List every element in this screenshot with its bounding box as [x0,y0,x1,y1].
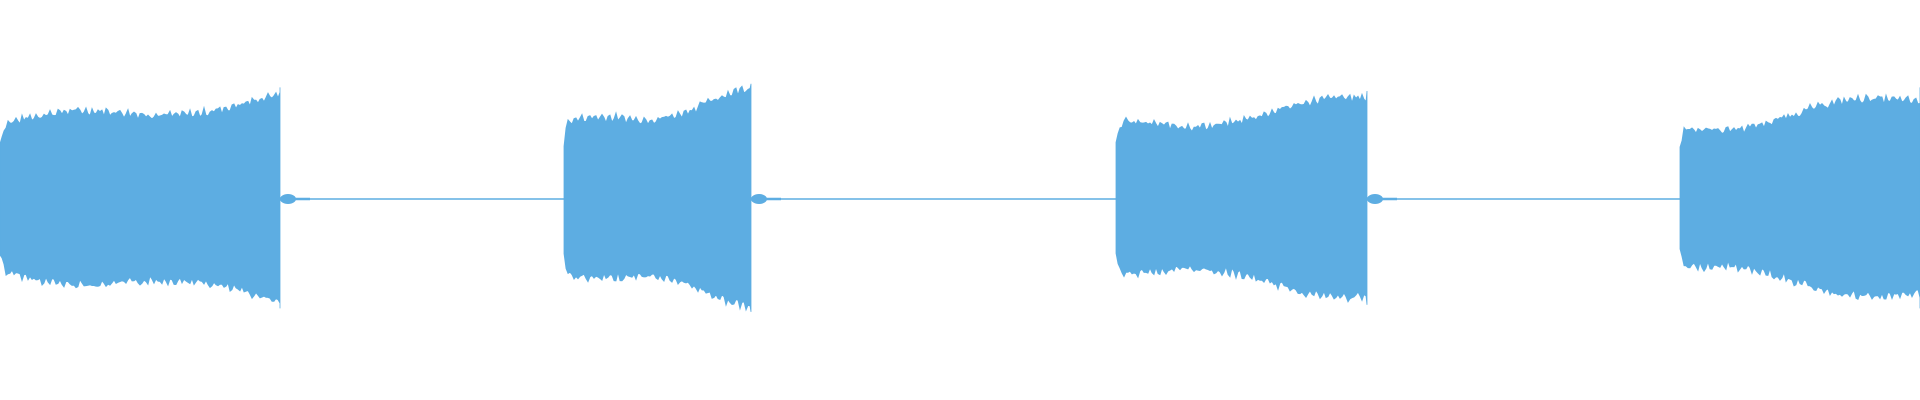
waveform-burst-2 [563,83,781,312]
waveform-burst-3 [1115,90,1397,305]
waveform-burst-envelope [1115,90,1368,305]
waveform-burst-envelope [1679,87,1920,309]
waveform-burst-1 [0,87,310,309]
waveform-burst-4 [1679,87,1920,309]
waveform-burst-envelope [0,87,281,309]
waveform-burst-envelope [563,83,752,312]
